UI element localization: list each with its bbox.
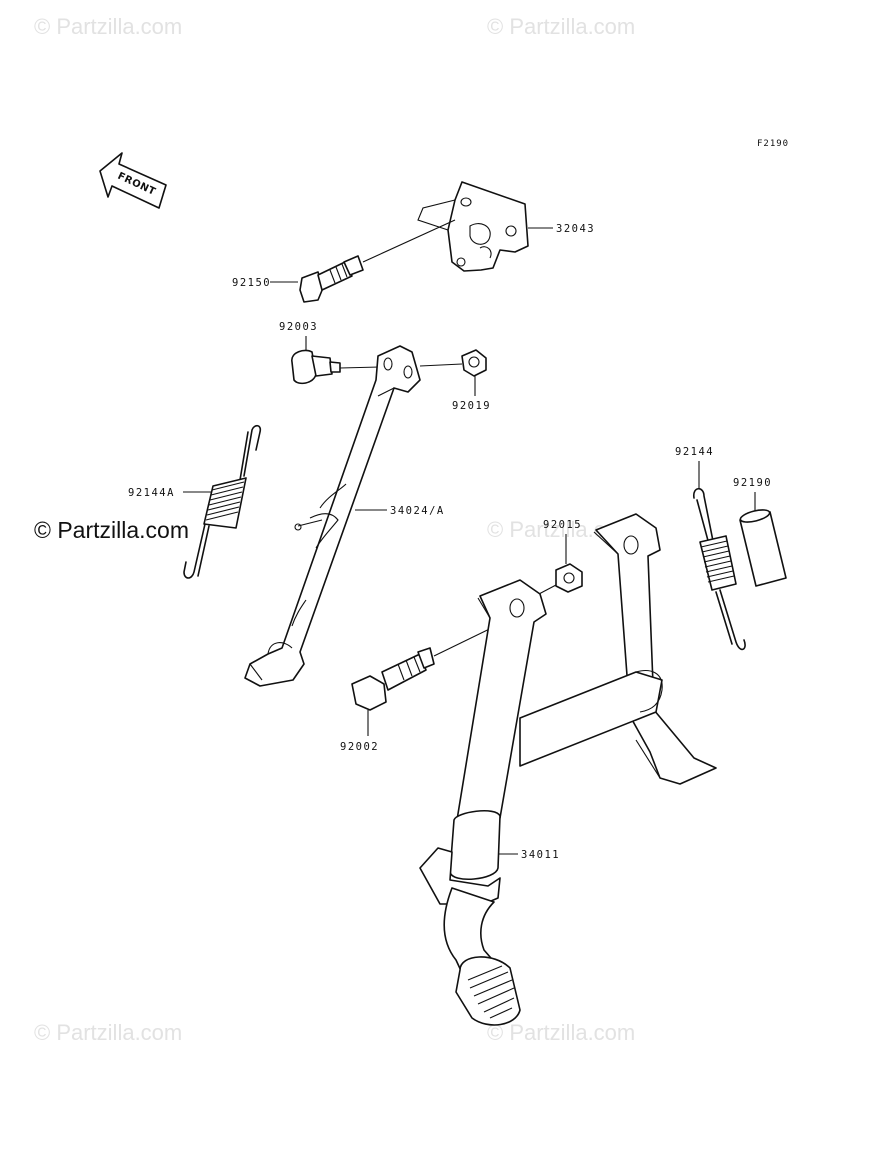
label-34024A: 34024/A xyxy=(390,505,445,517)
label-32043: 32043 xyxy=(556,223,595,235)
watermark-top-left: © Partzilla.com xyxy=(34,14,183,39)
nut-92015 xyxy=(555,563,583,593)
label-34011: 34011 xyxy=(521,849,560,861)
diagram-code: F2190 xyxy=(757,139,789,149)
label-92002: 92002 xyxy=(340,741,379,753)
bracket-32043 xyxy=(417,181,529,272)
watermark-dark: © Partzilla.com xyxy=(34,517,189,543)
label-92003: 92003 xyxy=(279,321,318,333)
side-stand-34024A xyxy=(244,345,421,687)
watermark-top-right: © Partzilla.com xyxy=(487,14,636,39)
spring-92144A xyxy=(183,424,262,579)
center-stand-34011 xyxy=(419,513,717,1026)
label-92019: 92019 xyxy=(452,400,491,412)
label-92144: 92144 xyxy=(675,446,714,458)
watermark-bottom-left: © Partzilla.com xyxy=(34,1020,183,1045)
label-92015: 92015 xyxy=(543,519,582,531)
bolt-92150 xyxy=(299,255,364,303)
watermark-bottom-right: © Partzilla.com xyxy=(487,1020,636,1045)
spring-92144 xyxy=(693,487,746,651)
label-92144A: 92144A xyxy=(128,487,175,499)
bolt-92002 xyxy=(351,647,435,711)
pin-92003 xyxy=(291,349,341,385)
front-arrow-icon: FRONT xyxy=(99,152,167,209)
label-92190: 92190 xyxy=(733,477,772,489)
collar-92190 xyxy=(739,509,787,587)
label-92150: 92150 xyxy=(232,277,271,289)
nut-92019 xyxy=(461,349,487,377)
